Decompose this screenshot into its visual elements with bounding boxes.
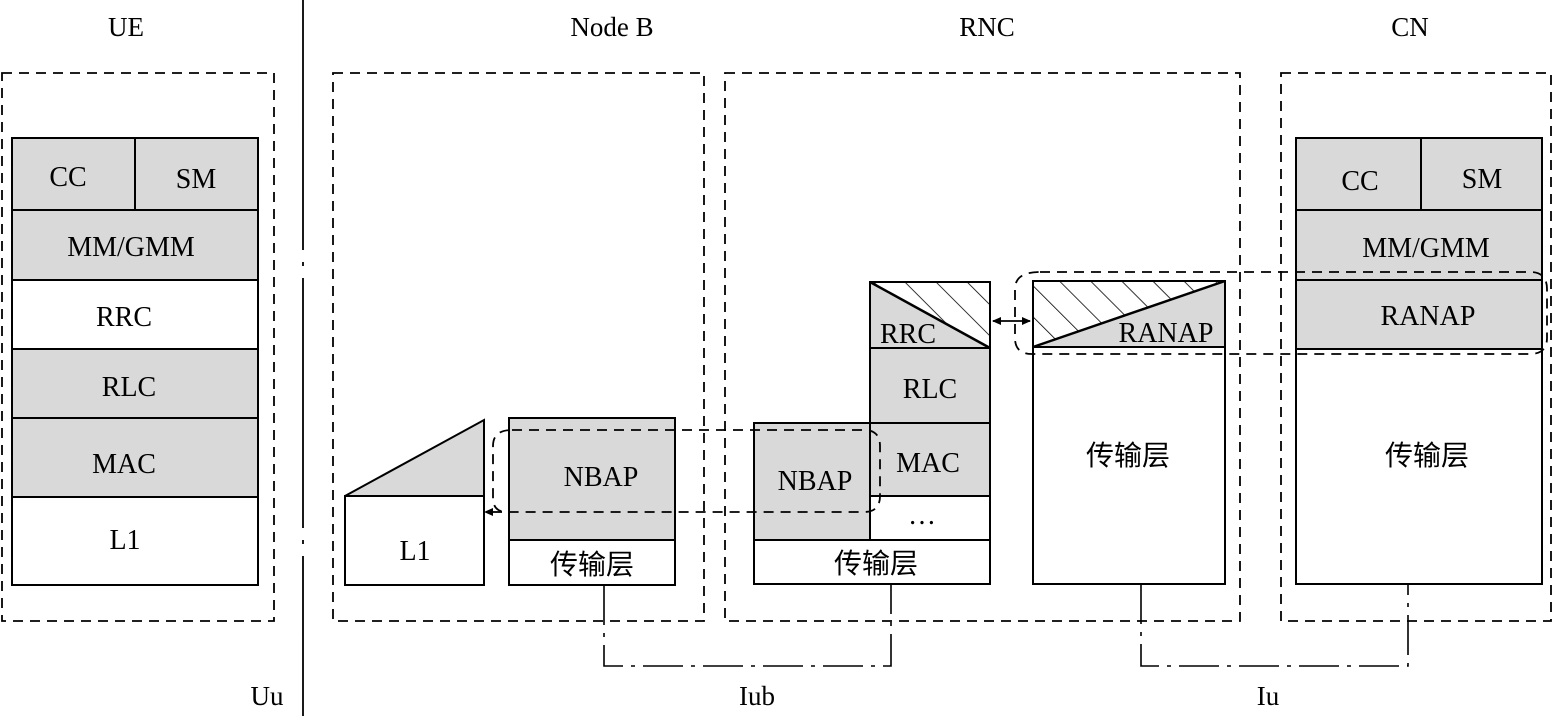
rnc-mac-layer xyxy=(869,422,991,497)
interface-label-iu: Iu xyxy=(1257,681,1280,711)
node-b-container xyxy=(332,72,705,622)
ue-rlc-label: RLC xyxy=(102,372,156,403)
ue-protocol-stack: CC SM MM/GMM RRC RLC MAC L1 xyxy=(11,137,259,586)
rnc-ranap-label: RANAP xyxy=(1119,318,1214,349)
node-b-protocol-stack: L1 NBAP 传输层 xyxy=(344,417,676,586)
ue-mac-label: MAC xyxy=(92,449,156,480)
nbap-peer-connector xyxy=(492,429,881,513)
cn-container xyxy=(1280,72,1552,622)
column-title-node-b: Node B xyxy=(570,12,653,42)
cn-cc-label: CC xyxy=(1341,166,1378,197)
rrc-ranap-arrow-icon xyxy=(992,317,1031,325)
rnc-container xyxy=(724,72,1241,622)
rnc-rlc-layer xyxy=(869,347,991,424)
ue-mm-gmm-layer xyxy=(11,209,259,281)
node-b-nbap-layer xyxy=(508,417,676,541)
cn-cc-layer xyxy=(1295,137,1422,211)
iu-interface-line xyxy=(1140,584,1409,667)
ue-mm-gmm-label: MM/GMM xyxy=(67,232,195,263)
ue-container xyxy=(1,72,275,622)
rnc-nbap-layer xyxy=(753,422,871,541)
rnc-transport-iu-label: 传输层 xyxy=(1086,440,1170,472)
interface-label-uu: Uu xyxy=(251,681,284,711)
nbap-arrow-icon xyxy=(484,508,502,516)
interface-label-iub: Iub xyxy=(739,681,775,711)
rnc-more-layer xyxy=(869,495,991,541)
cn-sm-label: SM xyxy=(1462,164,1503,195)
cn-mm-gmm-layer xyxy=(1295,209,1543,281)
cn-protocol-stack: CC SM MM/GMM RANAP 传输层 xyxy=(1295,137,1543,585)
rnc-transport-iub-layer xyxy=(753,539,991,585)
rnc-protocol-stack: NBAP 传输层 RRC RLC MAC … RANAP 传输层 xyxy=(753,279,1226,585)
rnc-more-label: … xyxy=(908,500,936,531)
rnc-nbap-label: NBAP xyxy=(778,466,853,497)
cn-transport-label: 传输层 xyxy=(1385,440,1469,472)
rnc-transport-iub-label: 传输层 xyxy=(834,548,918,580)
ue-rlc-layer xyxy=(11,348,259,419)
ue-cc-layer xyxy=(11,137,136,211)
ue-l1-layer xyxy=(11,496,259,586)
rnc-transport-iu-layer xyxy=(1032,346,1226,585)
rnc-rrc-label: RRC xyxy=(880,319,936,350)
node-b-l1-layer xyxy=(344,495,485,586)
column-title-ue: UE xyxy=(108,12,144,42)
node-b-nbap-label: NBAP xyxy=(564,462,639,493)
rnc-rlc-label: RLC xyxy=(903,374,957,405)
column-title-rnc: RNC xyxy=(959,12,1015,42)
iub-interface-line xyxy=(603,584,892,667)
ue-cc-label: CC xyxy=(49,162,86,193)
ue-l1-label: L1 xyxy=(109,525,140,556)
ue-sm-label: SM xyxy=(176,164,217,195)
node-b-transport-label: 传输层 xyxy=(550,549,634,581)
cn-sm-layer xyxy=(1420,137,1543,211)
node-b-transport-layer xyxy=(508,539,676,586)
node-b-l1-triangle xyxy=(344,418,485,497)
cn-transport-layer xyxy=(1295,348,1543,585)
cn-ranap-label: RANAP xyxy=(1381,301,1476,332)
node-b-l1-label: L1 xyxy=(399,536,430,567)
cn-mm-gmm-label: MM/GMM xyxy=(1362,233,1490,264)
ue-rrc-label: RRC xyxy=(96,302,152,333)
column-title-cn: CN xyxy=(1391,12,1429,42)
rnc-mac-label: MAC xyxy=(896,448,960,479)
